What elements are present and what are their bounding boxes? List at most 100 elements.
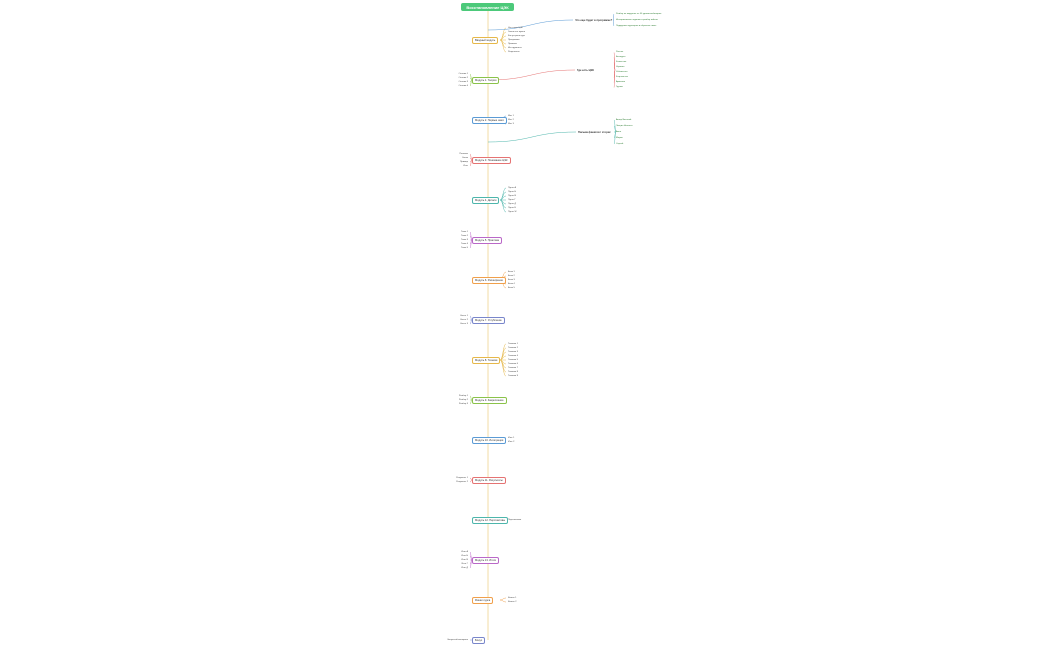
module-branch-right: Финал 1 (508, 596, 517, 599)
module-branch-right: Итог 1 (508, 436, 515, 439)
module-branch-left: Результат 1 (456, 476, 468, 479)
module-branch-right: Пункт В (508, 194, 516, 197)
module-node[interactable]: Финал курса (472, 597, 494, 604)
module-branch-left: Основа 1 (458, 72, 468, 75)
module-node[interactable]: Модуль 3. Понимание ЦЭК (472, 157, 511, 164)
side-group-item: Мария (616, 136, 623, 139)
module-branch-right: Пункт Ж (508, 210, 517, 213)
side-group-item: Сергей (616, 142, 624, 145)
module-branch-connector (469, 479, 473, 483)
module-branch-left: Основа 4 (458, 84, 468, 87)
module-node[interactable]: Вводный модуль (472, 37, 499, 44)
side-group-item-connector (613, 131, 617, 145)
side-group-node[interactable]: Что еще будет в программе? (575, 18, 613, 22)
side-group-item: Автор Виталий (616, 118, 632, 121)
module-branch-connector (469, 559, 473, 569)
module-node[interactable]: Модуль 13. Итоги (472, 557, 500, 564)
module-branch-left: Тема 1 (461, 230, 468, 233)
module-branch-right: Техника 4 (508, 354, 518, 357)
module-node[interactable]: Модуль 1. Теория (472, 77, 500, 84)
side-group-connector (487, 19, 574, 31)
side-group-item-connector (612, 19, 615, 27)
module-branch-right: Финал 2 (508, 600, 517, 603)
module-node[interactable]: Модуль 11. Результаты (472, 477, 506, 484)
module-branch-right: Зачем это нужно (508, 30, 526, 33)
side-group-item-connector (612, 13, 615, 21)
module-branch-left: Разбор 2 (458, 398, 468, 401)
module-branch-left: Итог Г (461, 562, 468, 565)
module-node[interactable]: Модуль 9. Закрепление (472, 397, 507, 404)
module-branch-right: Техника 6 (508, 362, 518, 365)
module-branch-left: Часть 1 (460, 314, 468, 317)
side-group-item: Грузия (616, 86, 623, 89)
side-group-item: Кыргызстан (616, 76, 628, 79)
module-node[interactable]: Модуль 2. Первые шаги (472, 117, 507, 124)
module-branch-left: Понятие (459, 152, 468, 155)
module-node[interactable]: Бонус (472, 637, 486, 644)
module-branch-right: Перспектива (508, 518, 522, 521)
module-branch-right: Результаты (508, 50, 520, 53)
module-node[interactable]: Модуль 10. Интеграция (472, 437, 507, 444)
module-branch-left: Основа 2 (458, 76, 468, 79)
module-branch-left: Связь (461, 156, 468, 159)
module-branch-right: Блок 3 (508, 278, 515, 281)
module-node[interactable]: Модуль 6. Расширение (472, 277, 506, 284)
module-branch-connector (469, 239, 473, 249)
side-group-node[interactable]: Где есть ЦЭК (577, 68, 594, 72)
module-branch-left: Пример (460, 160, 468, 163)
module-branch-connector (499, 359, 507, 377)
module-branch-connector (499, 597, 507, 601)
module-branch-left: Итог В (461, 558, 468, 561)
side-group-item: Беларусь (616, 56, 626, 59)
module-branch-connector (469, 79, 473, 87)
side-group-item: Украина (616, 66, 625, 69)
module-branch-right: Техника 7 (508, 366, 518, 369)
module-branch-right: Шаг 3 (508, 122, 514, 125)
module-node[interactable]: Модуль 12. Перспективы (472, 517, 509, 524)
module-branch-right: Блок 1 (508, 270, 515, 273)
module-branch-left: Тема 3 (461, 238, 468, 241)
module-branch-left: Тема 5 (461, 246, 468, 249)
module-branch-connector (469, 319, 473, 325)
module-branch-right: Правила (508, 42, 517, 45)
side-group-item: Узбекистан (616, 71, 628, 74)
side-group-item-connector (613, 69, 616, 88)
module-branch-left: Часть 3 (460, 322, 468, 325)
module-node[interactable]: Модуль 5. Практика (472, 237, 502, 244)
module-branch-right: Техника 5 (508, 358, 518, 361)
module-branch-right: Техника 3 (508, 350, 518, 353)
module-branch-right: Техника 9 (508, 374, 518, 377)
module-branch-right: Блок 5 (508, 286, 515, 289)
module-branch-left: Тема 2 (461, 234, 468, 237)
module-branch-left: Итог А (461, 550, 468, 553)
side-group-node[interactable]: Письма фанатов / сторис (578, 130, 611, 134)
module-node[interactable]: Модуль 7. Углубление (472, 317, 505, 324)
module-branch-left: Итог Д (461, 566, 468, 569)
side-group-item: Казахстан (616, 61, 627, 64)
module-branch-right: Блок 4 (508, 282, 515, 285)
module-branch-left: Часть 2 (460, 318, 468, 321)
side-group-item: Разбор по модулям: от 40 уроков-вебинаро… (616, 12, 662, 15)
side-group-item: Лекция Наталья (616, 124, 633, 127)
module-branch-left: Итог Б (461, 554, 468, 557)
module-branch-left: Разбор 3 (458, 402, 468, 405)
module-branch-right: Что такое ЦЭК (508, 26, 523, 29)
module-branch-right: Техника 2 (508, 346, 518, 349)
module-branch-connector (469, 399, 473, 405)
module-node[interactable]: Модуль 4. Детали (472, 197, 500, 204)
side-group-item: Армения (616, 81, 626, 84)
module-branch-left: Итог (463, 164, 468, 167)
module-branch-right: Шаг 2 (508, 118, 514, 121)
side-group-connector (487, 131, 577, 143)
module-branch-connector (499, 199, 507, 213)
module-branch-connector (499, 599, 507, 603)
module-branch-left: Тема 4 (461, 242, 468, 245)
module-branch-connector (469, 159, 473, 167)
module-branch-right: Техника 1 (508, 342, 518, 345)
side-group-item: Анна (616, 130, 622, 133)
module-node[interactable]: Модуль 8. Техники (472, 357, 501, 364)
root-node[interactable]: Восстановление ЦЭК (461, 3, 514, 11)
module-branch-right: Шаг 1 (508, 114, 514, 117)
